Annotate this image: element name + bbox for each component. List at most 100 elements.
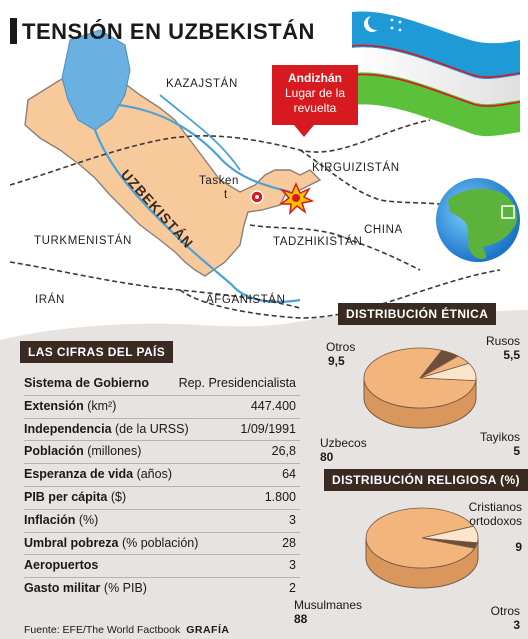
callout-arrow (294, 125, 314, 137)
map: KAZAJSTÁN KIRGUIZISTÁN TURKMENISTÁN TADZ… (9, 11, 521, 319)
ethnic-otros: Otros 9,5 (326, 340, 355, 368)
stat-label-unit: (años) (136, 467, 172, 482)
label-turkmenistan: TURKMENISTÁN (34, 234, 132, 247)
ethnic-tayikos-value: 5 (513, 444, 520, 458)
religion-cristianos-value: 9 (515, 540, 522, 554)
ethnic-tayikos-name: Tayikos (479, 430, 520, 444)
border-south (9, 261, 301, 309)
stat-value: 3 (289, 512, 296, 527)
callout-line2: revuelta (293, 101, 337, 115)
stats-header: LAS CIFRAS DEL PAÍS (20, 341, 174, 363)
stat-label: Independencia (de la URSS) (24, 419, 189, 441)
title-bar (10, 18, 17, 44)
religion-otros-name: Otros (490, 604, 520, 618)
stat-label: Esperanza de vida (años) (24, 464, 172, 486)
stat-row: Aeropuertos 3 (24, 555, 300, 579)
stat-value: 64 (282, 467, 296, 482)
stat-row: Sistema de Gobierno Rep. Presidencialist… (24, 373, 300, 396)
explosion-icon (278, 182, 315, 216)
stat-label-unit: (millones) (87, 444, 142, 459)
religion-pie-chart (365, 507, 479, 589)
stat-label-name: Umbral pobreza (24, 535, 119, 550)
stat-label: PIB per cápita ($) (24, 487, 126, 509)
ethnic-slice-otros (419, 362, 477, 382)
capital-star-icon (250, 190, 264, 204)
stat-value: 1.800 (264, 489, 296, 504)
stat-label-name: Aeropuertos (24, 558, 99, 573)
religion-otros: Otros 3 (470, 604, 520, 632)
religion-otros-value: 3 (513, 618, 520, 632)
label-capital: Tasken t (199, 175, 243, 201)
stat-label-unit: (% PIB) (103, 581, 147, 596)
stat-label-name: Gasto militar (24, 581, 101, 596)
religion-musulmanes-name: Musulmanes (294, 598, 363, 612)
stat-row: Esperanza de vida (años) 64 (24, 464, 300, 487)
stat-row: Gasto militar (% PIB) 2 (24, 578, 300, 600)
stat-label-unit: (km²) (87, 398, 117, 413)
ethnic-uzbecos: Uzbecos 80 (320, 436, 367, 464)
ethnic-rusos: Rusos 5,5 (478, 334, 520, 362)
ethnic-uzbecos-name: Uzbecos (320, 436, 367, 450)
stat-value: 3 (289, 558, 296, 573)
religion-cristianos-name1: Cristianos (468, 500, 522, 514)
label-kazakhstan: KAZAJSTÁN (166, 77, 238, 90)
religion-cristianos-name2: ortodoxos (469, 514, 522, 528)
border-north (9, 119, 431, 186)
stat-label-unit: (% población) (121, 535, 199, 550)
religion-cristianos: Cristianos ortodoxos 9 (440, 500, 522, 554)
ethnic-otros-name: Otros (326, 340, 356, 354)
label-china: CHINA (364, 224, 403, 236)
river-amu (93, 129, 301, 303)
stat-label-unit: (de la URSS) (115, 421, 189, 436)
stat-label-unit: (%) (78, 512, 99, 527)
stat-label-name: Sistema de Gobierno (24, 376, 150, 390)
stat-label-unit: ($) (110, 489, 127, 504)
stat-label: Población (millones) (24, 441, 141, 463)
label-kyrgyzstan: KIRGUIZISTÁN (312, 161, 400, 174)
stat-label-name: Esperanza de vida (24, 467, 134, 482)
stat-label-name: PIB per cápita (24, 489, 108, 504)
religion-musulmanes: Musulmanes 88 (294, 598, 362, 626)
ethnic-tayikos: Tayikos 5 (468, 430, 520, 458)
ethnic-uzbecos-value: 80 (320, 450, 334, 464)
river-syr (117, 103, 291, 194)
stat-value: 28 (282, 535, 296, 550)
religion-musulmanes-value: 88 (294, 612, 308, 626)
stat-label: Gasto militar (% PIB) (24, 578, 147, 600)
label-iran: IRÁN (35, 293, 65, 306)
stat-label-name: Población (24, 444, 84, 459)
stat-row: Población (millones)26,8 (24, 441, 300, 465)
stat-row: Umbral pobreza (% población) 28 (24, 533, 300, 556)
page-title: TENSIÓN EN UZBEKISTÁN (22, 19, 315, 44)
label-afghanistan: AFGANISTÁN (206, 293, 285, 306)
stat-value: Rep. Presidencialista (178, 376, 296, 390)
ethnic-rusos-name: Rusos (485, 334, 520, 348)
ethnic-rusos-value: 5,5 (503, 348, 520, 362)
stat-label-name: Inflación (24, 512, 76, 527)
stat-row: Independencia (de la URSS)1/09/1991 (24, 419, 300, 442)
source-text: Fuente: EFE/The World Factbook (24, 624, 181, 636)
river-north (159, 94, 241, 171)
stat-label: Aeropuertos (24, 555, 98, 577)
stat-value: 2 (289, 581, 296, 596)
stat-label-name: Independencia (24, 421, 112, 436)
stat-row: Extensión (km²) 447.400 (24, 396, 300, 419)
label-capital-line1: Tasken (199, 175, 239, 187)
stats-table: Sistema de Gobierno Rep. Presidencialist… (24, 373, 300, 600)
stat-label: Inflación (%) (24, 510, 98, 532)
stat-value: 447.400 (250, 398, 296, 413)
ethnic-pie-chart (363, 347, 477, 429)
callout-place: Andizhán (288, 71, 342, 85)
stat-label: Sistema de Gobierno (24, 373, 149, 395)
stat-label: Extensión (km²) (24, 396, 116, 418)
label-capital-line2: t (224, 189, 228, 201)
stat-row: Inflación (%) 3 (24, 510, 300, 533)
ethnic-header: DISTRIBUCIÓN ÉTNICA (338, 303, 497, 325)
label-tajikistan: TADZHIKISTÁN (273, 235, 362, 248)
ethnic-otros-value: 9,5 (328, 354, 345, 368)
flag-icon (351, 11, 521, 137)
religion-slice-otros (421, 537, 478, 549)
religion-header: DISTRIBUCIÓN RELIGIOSA (%) (324, 469, 528, 491)
border-taj (249, 224, 421, 271)
